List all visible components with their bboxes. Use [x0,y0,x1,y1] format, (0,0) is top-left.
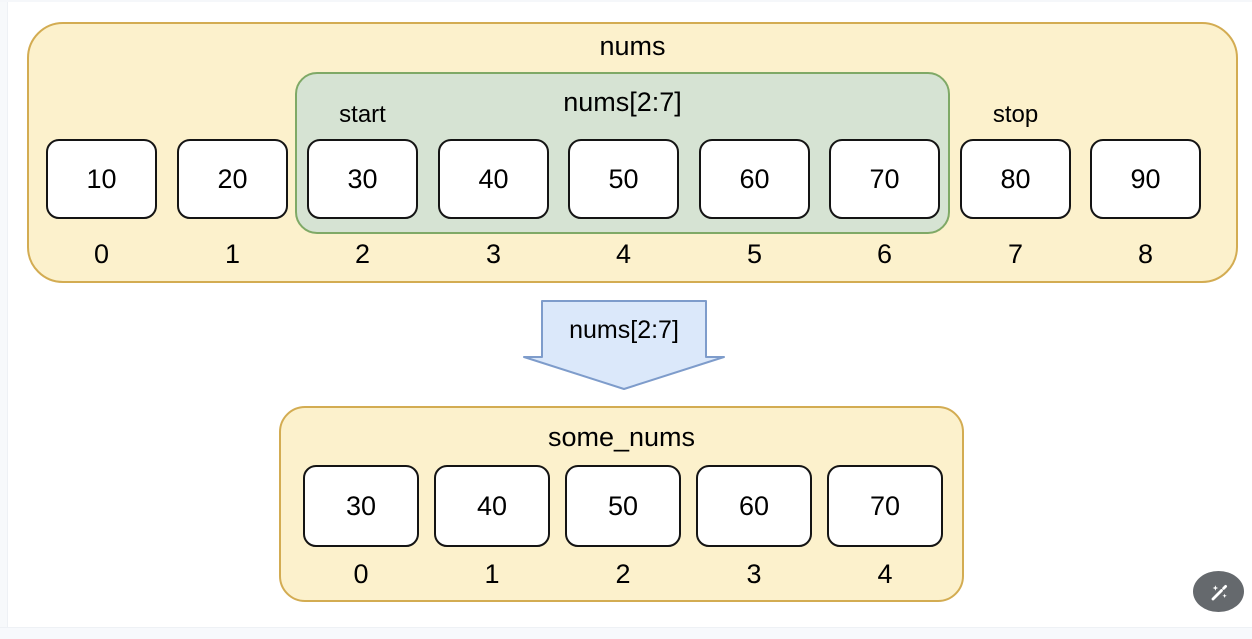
index-label: 4 [615,239,632,269]
cell-value: 90 [1130,163,1161,194]
index-label: 0 [353,559,369,589]
array-cell: 10 [46,139,157,219]
array-cell: 60 [696,465,812,547]
index-label: 7 [1007,239,1024,269]
index-label: 2 [354,239,371,269]
array-cell: 40 [438,139,549,219]
index-label: 2 [615,559,631,589]
cell-value: 40 [476,490,508,521]
down-arrow-icon [523,300,725,390]
array-cell: 60 [699,139,810,219]
window-left-gutter [0,0,8,639]
index-label: 0 [93,239,110,269]
array-cell: 90 [1090,139,1201,219]
array-cell: 80 [960,139,1071,219]
nums-array-title: nums [599,31,666,61]
cell-value: 50 [608,163,639,194]
arrow-slice-label: nums[2:7] [569,316,679,344]
slice-start-label: start [339,101,386,128]
array-cell: 30 [303,465,419,547]
slice-title: nums[2:7] [563,87,682,117]
cell-value: 80 [1000,163,1031,194]
cell-value: 50 [607,490,639,521]
index-label: 3 [746,559,762,589]
window-bottom-strip [0,627,1252,639]
index-label: 8 [1137,239,1154,269]
index-label: 3 [485,239,502,269]
some-nums-array-title: some_nums [547,422,696,452]
array-cell: 70 [829,139,940,219]
index-label: 1 [484,559,500,589]
cell-value: 70 [869,163,900,194]
cell-value: 30 [345,490,377,521]
cell-value: 20 [217,163,248,194]
array-cell: 30 [307,139,418,219]
array-cell: 40 [434,465,550,547]
window-top-strip [0,0,1252,2]
array-cell: 70 [827,465,943,547]
array-cell: 50 [568,139,679,219]
cell-value: 60 [739,163,770,194]
cell-value: 60 [738,490,770,521]
array-cell: 50 [565,465,681,547]
cell-value: 30 [347,163,378,194]
array-cell: 20 [177,139,288,219]
index-label: 6 [876,239,893,269]
cell-value: 40 [478,163,509,194]
magic-wand-icon [1206,579,1232,605]
cell-value: 10 [86,163,117,194]
index-label: 5 [746,239,763,269]
index-label: 4 [877,559,893,589]
slice-stop-label: stop [992,101,1039,128]
index-label: 1 [224,239,241,269]
magic-wand-button[interactable] [1193,571,1244,612]
cell-value: 70 [869,490,901,521]
